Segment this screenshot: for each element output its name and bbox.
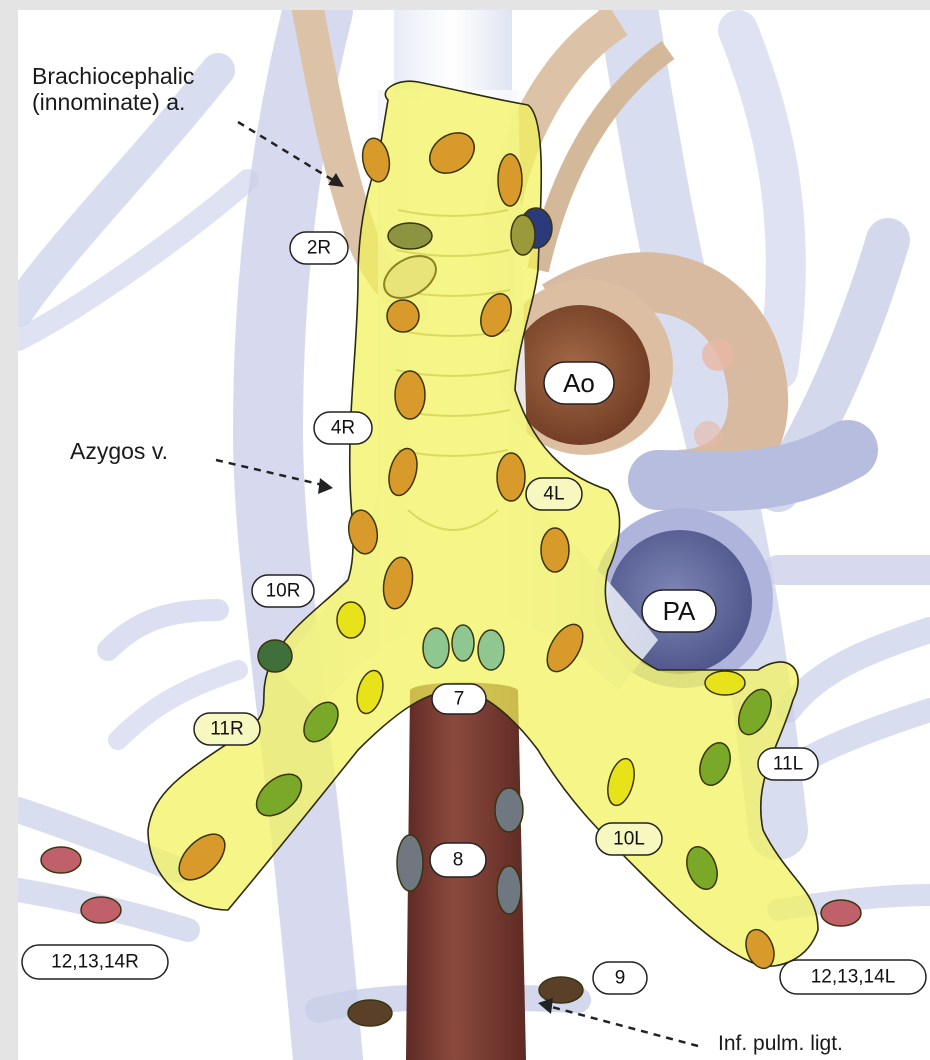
label-10L-text: 10L bbox=[613, 829, 645, 850]
node-orange bbox=[497, 453, 525, 501]
node-gray bbox=[495, 788, 523, 832]
diagram-canvas: 2R 4R 4L 10R 11R 7 8 9 10L 11L 12,13,14R… bbox=[18, 10, 930, 1060]
node-red bbox=[81, 897, 121, 923]
node-gray bbox=[497, 866, 521, 914]
label-4R-text: 4R bbox=[331, 418, 355, 439]
label-PA-text: PA bbox=[663, 596, 696, 626]
label-10R-text: 10R bbox=[266, 581, 301, 602]
brachiocephalic-line1: Brachiocephalic bbox=[32, 63, 194, 89]
label-8: 8 bbox=[430, 843, 486, 877]
label-11L-text: 11L bbox=[773, 754, 803, 775]
label-10R: 10R bbox=[252, 575, 314, 607]
azygos-arrowhead bbox=[318, 478, 333, 494]
label-11R-text: 11R bbox=[210, 719, 243, 740]
node-green bbox=[478, 630, 504, 670]
node-olive bbox=[388, 223, 432, 249]
label-11L: 11L bbox=[758, 748, 818, 780]
node-brown bbox=[539, 977, 583, 1003]
label-11R: 11R bbox=[194, 713, 260, 745]
label-4R: 4R bbox=[314, 412, 372, 444]
node-orange bbox=[541, 528, 569, 572]
inf-pulm-ligt-arrow bbox=[548, 1006, 698, 1046]
label-4L-text: 4L bbox=[543, 484, 564, 505]
brachiocephalic-annotation: Brachiocephalic (innominate) a. bbox=[32, 63, 194, 116]
label-12R-text: 12,13,14R bbox=[51, 952, 139, 973]
label-12L-text: 12,13,14L bbox=[811, 967, 896, 988]
label-12L: 12,13,14L bbox=[780, 960, 926, 994]
node-red bbox=[821, 900, 861, 926]
label-8-text: 8 bbox=[453, 850, 464, 871]
lymph-node-station-diagram: 2R 4R 4L 10R 11R 7 8 9 10L 11L 12,13,14R… bbox=[18, 10, 930, 1060]
node-gray bbox=[397, 835, 423, 891]
label-12R: 12,13,14R bbox=[22, 945, 168, 979]
node-red bbox=[41, 847, 81, 873]
brachiocephalic-line2: (innominate) a. bbox=[32, 89, 194, 115]
label-Ao-text: Ao bbox=[563, 368, 595, 398]
label-9: 9 bbox=[593, 962, 647, 994]
node-dark-green bbox=[258, 640, 292, 672]
inf-pulm-ligt-annotation: Inf. pulm. ligt. bbox=[718, 1032, 843, 1056]
label-7: 7 bbox=[432, 684, 486, 714]
node-yellow bbox=[337, 602, 365, 638]
node-orange bbox=[498, 154, 522, 206]
azygos-annotation: Azygos v. bbox=[70, 438, 168, 464]
node-olive bbox=[511, 215, 535, 255]
label-PA: PA bbox=[642, 590, 716, 632]
label-7-text: 7 bbox=[454, 689, 465, 710]
node-green bbox=[452, 625, 474, 661]
node-orange bbox=[387, 300, 419, 332]
node-yellow bbox=[705, 671, 745, 695]
label-2R: 2R bbox=[290, 232, 348, 264]
node-green bbox=[423, 628, 449, 668]
label-Ao: Ao bbox=[544, 362, 614, 404]
label-2R-text: 2R bbox=[307, 238, 331, 259]
node-orange bbox=[395, 371, 425, 419]
label-10L: 10L bbox=[596, 823, 662, 855]
node-brown bbox=[348, 1000, 392, 1026]
label-9-text: 9 bbox=[615, 968, 626, 989]
label-4L: 4L bbox=[526, 478, 582, 510]
